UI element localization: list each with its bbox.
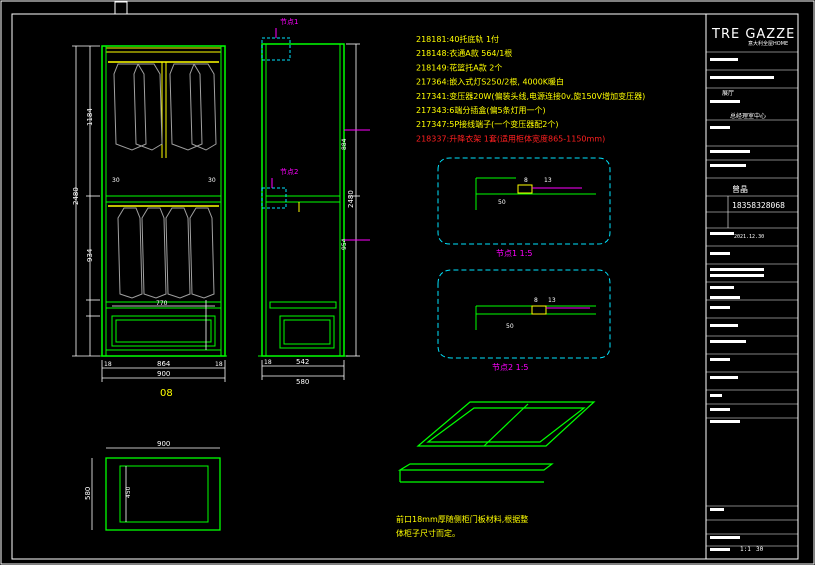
iso-divider	[483, 403, 529, 447]
d2-dim-c: 50	[506, 323, 514, 330]
material-note: 217347:5P接线端子(一个变压器配2个)	[416, 119, 558, 129]
detail1-title: 节点1 1:5	[496, 249, 533, 258]
material-note: 218337:升降衣架 1套(适用柜体宽度865-1150mm)	[416, 133, 605, 143]
title-block: TRE GAZZE 意大利全屋HOME	[705, 14, 798, 559]
brand-sub: 意大利全屋HOME	[748, 40, 788, 47]
drawer-inner	[115, 319, 212, 343]
d2-dim-a: 8	[534, 297, 538, 304]
side-dim-total-w: 580	[296, 378, 309, 386]
plan-inner	[119, 465, 209, 523]
dim-upper: 1184	[86, 108, 94, 126]
material-note: 218148:衣通A款 564/1根	[416, 48, 512, 58]
front-elevation: 2480 1184 934 864 900 18 18 770 30 30 08	[72, 45, 227, 399]
detail1-frame	[437, 157, 611, 245]
dim-front-width: 864	[157, 360, 171, 368]
sheet-inner-border	[11, 13, 799, 560]
tb-page: 30	[756, 546, 764, 553]
side-drawer-top	[269, 301, 337, 309]
d2-light	[531, 305, 547, 315]
side-dim-depth: 542	[296, 358, 309, 366]
material-note: 217364:嵌入式灯S250/2根, 4000K暖白	[416, 77, 564, 87]
iso-front-board	[397, 463, 554, 471]
node2-label: 节点2	[280, 168, 298, 176]
cabinet-label: 08	[160, 388, 173, 399]
material-note: 218181:40托底轨 1付	[416, 34, 499, 44]
garment	[133, 63, 163, 151]
side-carcass	[261, 43, 345, 357]
front-dim-lines	[72, 45, 226, 382]
dim-side-l: 18	[104, 361, 112, 368]
material-note: 217341:变压器20W(偏装头线,电源连接0v,旋150V增加变压器)	[416, 91, 645, 101]
detail-node1: 8 13 50 节点1 1:5	[437, 157, 611, 258]
tb-name: 曾晶	[732, 184, 748, 194]
dim-front-total: 900	[157, 370, 170, 378]
plan-dim-d: 580	[84, 487, 92, 500]
d1-dim-b: 13	[544, 177, 552, 184]
corner-marker	[114, 1, 128, 15]
side-shelf	[265, 195, 341, 203]
side-drawer	[279, 315, 335, 349]
tb-row-lines	[706, 51, 798, 547]
dim-inner: 770	[156, 300, 168, 307]
top-rail	[105, 47, 222, 53]
garment	[165, 207, 191, 299]
garment	[141, 207, 167, 299]
side-drawer-inner	[283, 319, 331, 345]
middle-shelf	[105, 195, 222, 203]
dim-total-height: 2480	[72, 187, 80, 205]
tb-ratio: 1:1	[740, 546, 751, 553]
d1-dim-c: 50	[498, 199, 506, 206]
node2-marker	[261, 187, 287, 209]
d1-light	[517, 184, 533, 194]
tb-redacted-blocks	[710, 58, 774, 551]
plan-outer	[105, 457, 221, 531]
side-dim-total: 2480	[347, 190, 355, 208]
isometric-frame	[397, 401, 596, 483]
plan-view: 900 580 450	[84, 440, 221, 531]
side-dim-18: 18	[264, 359, 272, 366]
bottom-note-2: 体柜子尺寸而定。	[396, 528, 460, 538]
plan-dim-w: 900	[157, 440, 170, 448]
bottom-note-1: 前口18mm厚随侧柜门板材料,根据整	[396, 514, 528, 524]
brand-logo: TRE GAZZE	[711, 27, 795, 42]
node1-label: 节点1	[280, 18, 298, 26]
garment	[189, 207, 215, 299]
garment	[117, 207, 143, 299]
side-dim-lines	[261, 43, 360, 380]
side-elevation: 节点1 节点2 2480 884 954 542 580 18	[258, 18, 370, 386]
tb-date: 2021.12.30	[734, 234, 764, 240]
dim-30b: 30	[208, 177, 216, 184]
tb-subproject: 总经理室中心	[730, 112, 766, 120]
detail2-title: 节点2 1:5	[492, 363, 529, 372]
garment	[169, 63, 203, 151]
detail2-frame	[437, 269, 611, 359]
garment	[189, 63, 217, 151]
drawer-top	[105, 301, 222, 309]
tb-project: 展厅	[722, 90, 734, 97]
iso-outer	[416, 401, 596, 447]
front-carcass	[101, 45, 226, 357]
material-note: 218149:花篮托A款 2个	[416, 62, 502, 72]
side-dim-upper: 884	[341, 138, 348, 150]
plan-dim-inner: 450	[125, 486, 132, 498]
material-notes: 218181:40托底轨 1付 218148:衣通A款 564/1根 218149:…	[416, 34, 645, 143]
side-dim-lower: 954	[341, 238, 348, 250]
material-note: 217343:6端分插盒(偏5条灯用一个)	[416, 105, 546, 115]
upper-clothes	[113, 63, 217, 151]
dim-30a: 30	[112, 177, 120, 184]
d1-dim-a: 8	[524, 177, 528, 184]
iso-inner	[426, 407, 586, 443]
dim-side-r: 18	[215, 361, 223, 368]
d2-dim-b: 13	[548, 297, 556, 304]
dim-mid: 934	[86, 248, 94, 262]
drawer-front	[111, 315, 216, 347]
lower-clothes	[117, 207, 215, 299]
plan-dim-lines	[91, 447, 220, 530]
detail-node2: 8 13 50 节点2 1:5	[437, 269, 611, 372]
tb-phone: 18358328068	[732, 201, 785, 210]
garment	[113, 63, 147, 151]
